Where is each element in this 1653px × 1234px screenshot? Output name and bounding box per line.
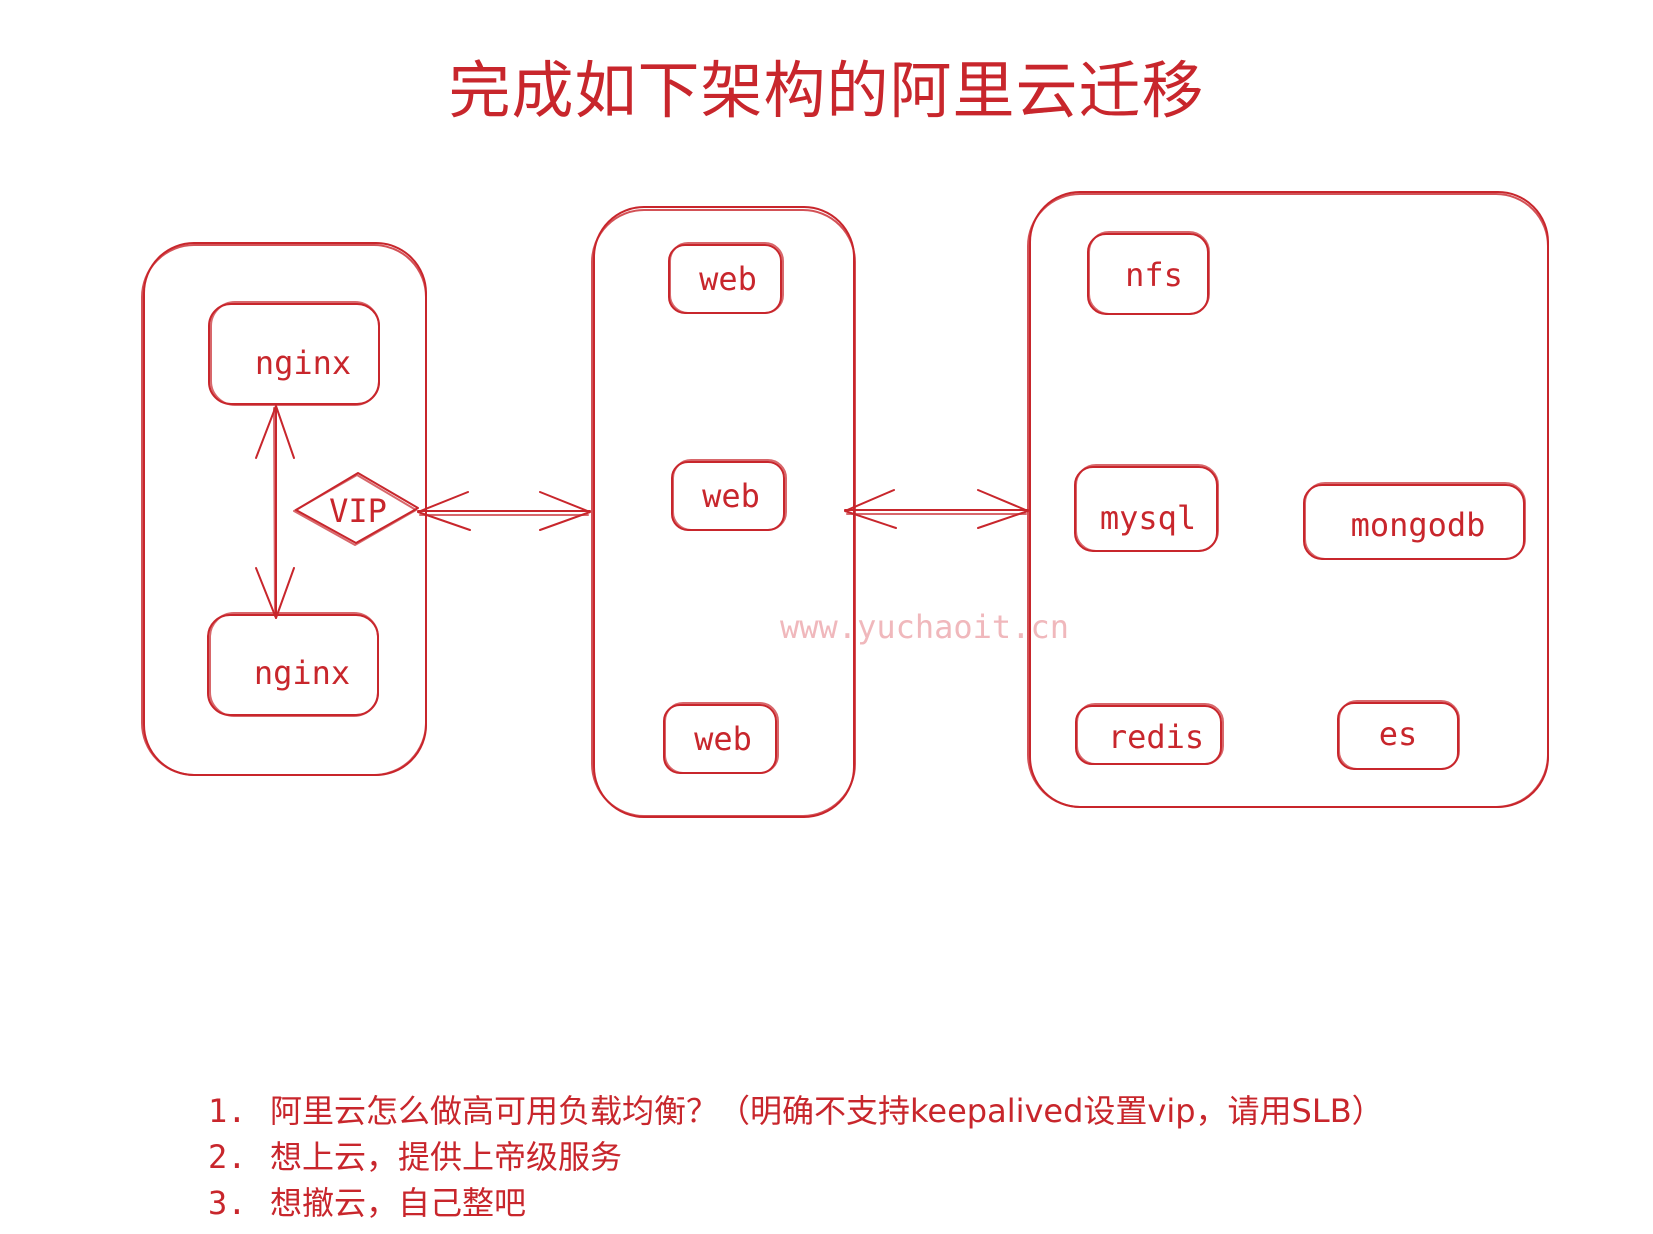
note-text: 阿里云怎么做高可用负载均衡？（明确不支持keepalived设置vip，请用SL… (270, 1092, 1384, 1130)
note-number: 3. (208, 1184, 247, 1222)
nginx-node-label-1: nginx (254, 344, 352, 382)
web-node-box-2 (671, 459, 787, 531)
data-group-box (1027, 191, 1549, 808)
mongodb-node-box (1303, 482, 1526, 560)
vip-web-arrow (417, 491, 591, 531)
note-item: 1. 阿里云怎么做高可用负载均衡？（明确不支持keepalived设置vip，请用… (208, 1088, 1384, 1134)
watermark: www.yuchaoit.cn (780, 608, 1069, 646)
note-item: 2. 想上云，提供上帝级服务 (208, 1134, 1384, 1180)
note-number: 1. (208, 1092, 247, 1130)
nginx-node-box-2 (207, 612, 379, 717)
web-node-label-3: web (694, 720, 752, 758)
es-node-label: es (1378, 715, 1418, 753)
es-node-box (1337, 700, 1460, 770)
web-node-label-2: web (702, 477, 760, 515)
mysql-node-box (1074, 464, 1219, 552)
note-text: 想撤云，自己整吧 (270, 1184, 527, 1222)
nfs-node-box (1087, 231, 1210, 315)
notes-list: 1. 阿里云怎么做高可用负载均衡？（明确不支持keepalived设置vip，请用… (208, 1088, 1384, 1226)
mysql-node-label: mysql (1099, 499, 1197, 537)
redis-node-box (1075, 703, 1224, 765)
mongodb-node-label: mongodb (1350, 506, 1486, 544)
note-item: 3. 想撤云，自己整吧 (208, 1180, 1384, 1226)
page-title: 完成如下架构的阿里云迁移 (448, 54, 1205, 127)
web-node-box-1 (668, 242, 784, 314)
note-text: 想上云，提供上帝级服务 (270, 1138, 623, 1176)
nfs-node-label: nfs (1125, 256, 1183, 294)
vip-diamond (293, 472, 419, 546)
nginx-node-label-2: nginx (253, 654, 351, 692)
nginx-failover-arrow (255, 405, 295, 619)
note-number: 2. (208, 1138, 247, 1176)
redis-node-label: redis (1107, 718, 1205, 756)
vip-label: VIP (329, 492, 387, 530)
nginx-node-box-1 (208, 301, 380, 406)
web-node-label-1: web (699, 260, 757, 298)
web-data-arrow (844, 489, 1029, 529)
web-node-box-3 (663, 702, 779, 774)
